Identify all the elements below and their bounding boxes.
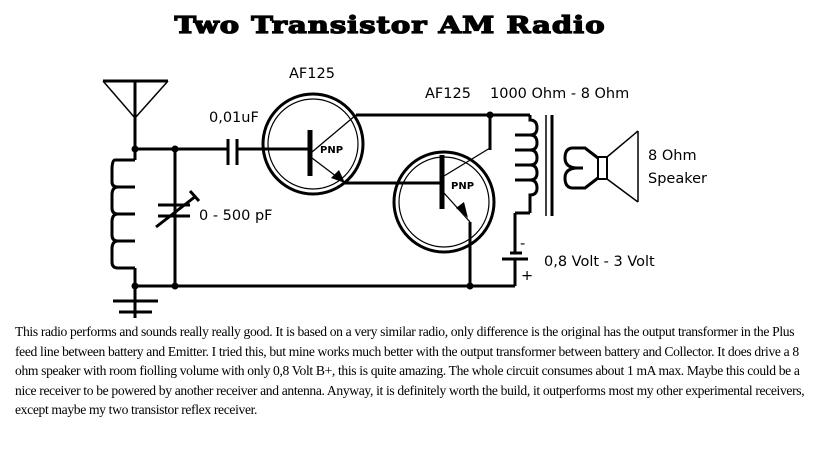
speaker-icon	[563, 130, 639, 203]
ground-icon	[113, 299, 158, 314]
description-paragraph: This radio performs and sounds really re…	[15, 324, 805, 417]
speaker-label: Speaker	[648, 171, 707, 187]
battery-plus-label: +	[521, 268, 533, 284]
circuit-schematic: AF125 AF125 1000 Ohm - 8 Ohm 0,01uF 0 - …	[102, 66, 707, 318]
transistor-1-label: AF125	[289, 66, 335, 82]
junction-dots	[131, 111, 494, 290]
battery-icon	[502, 251, 528, 261]
page-title: Two Transistor AM Radio	[174, 10, 606, 39]
transistor-2-label: AF125	[425, 86, 471, 102]
coupling-capacitor-icon	[226, 139, 239, 165]
transistor-1-type: PNP	[320, 145, 343, 156]
output-transformer-icon	[515, 115, 554, 216]
antenna-icon	[102, 79, 169, 149]
speaker-impedance-label: 8 Ohm	[648, 148, 697, 164]
wires	[133, 113, 530, 318]
coupling-capacitor-label: 0,01uF	[209, 110, 259, 126]
variable-capacitor-icon	[155, 189, 201, 229]
battery-voltage-label: 0,8 Volt - 3 Volt	[544, 254, 655, 270]
transistor-2-type: PNP	[451, 181, 474, 192]
antenna-coil-icon	[110, 158, 135, 270]
battery-minus-label: -	[520, 236, 525, 252]
transistor-2-icon	[392, 147, 496, 254]
transformer-label: 1000 Ohm - 8 Ohm	[490, 86, 629, 102]
tuning-capacitor-label: 0 - 500 pF	[199, 208, 273, 224]
transistor-1-icon	[261, 92, 365, 196]
